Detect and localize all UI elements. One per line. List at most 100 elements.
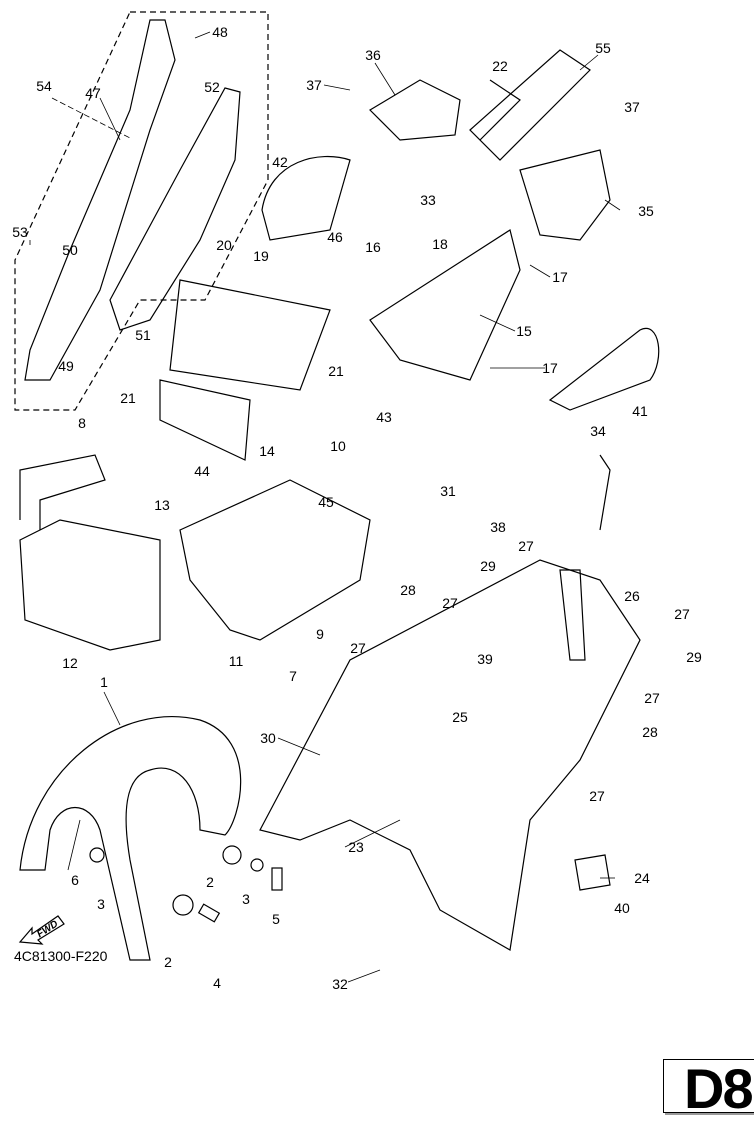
bracket-36 [369,79,461,141]
callout-number: 27 [674,606,690,622]
fwd-arrow-icon: FWD [18,908,68,953]
callout-number: 21 [120,390,136,406]
callout-number: 16 [365,239,381,255]
callout-number: 20 [216,237,232,253]
piece-24 [574,854,611,891]
collar-2a [222,845,242,865]
callout-number: 29 [686,649,702,665]
callout-number: 8 [78,415,86,431]
callout-number: 42 [272,154,288,170]
callout-number: 22 [492,58,508,74]
callout-number: 19 [253,248,269,264]
cover-42 [261,155,351,241]
callout-number: 30 [260,730,276,746]
leader-lines [29,31,621,983]
callout-number: 7 [289,668,297,684]
bracket-lower [159,379,251,461]
callout-number: 17 [542,360,558,376]
callout-number: 44 [194,463,210,479]
callout-number: 26 [624,588,640,604]
callout-number: 47 [85,85,101,101]
collar-2b [172,894,194,916]
page-label: D8 [684,1059,754,1113]
callout-number: 13 [154,497,170,513]
callout-number: 48 [212,24,228,40]
strap-22 [479,79,521,141]
bolt-4 [197,903,221,923]
callout-number: 53 [12,224,28,240]
nut-6 [89,847,105,863]
callout-number: 2 [164,954,172,970]
callout-number: 49 [58,358,74,374]
callout-number: 37 [624,99,640,115]
callout-number: 24 [634,870,650,886]
callout-number: 27 [350,640,366,656]
band-26 [559,569,586,661]
callout-number: 54 [36,78,52,94]
cable-tie-34 [599,454,611,531]
callout-number: 40 [614,900,630,916]
seat-cowl-group-outline [14,11,269,411]
page-label-box: D8 [663,1059,754,1113]
callout-number: 37 [306,77,322,93]
callout-number: 27 [589,788,605,804]
fwd-label: FWD [35,919,60,941]
callout-number: 27 [644,690,660,706]
callout-number: 55 [595,40,611,56]
stay-7 [179,479,371,641]
callout-number: 50 [62,242,78,258]
callout-number: 18 [432,236,448,252]
callout-number: 2 [206,874,214,890]
callout-number: 6 [71,872,79,888]
bracket-15 [369,229,521,381]
callout-number: 1 [100,674,108,690]
callout-number: 28 [400,582,416,598]
cover-41 [548,327,660,411]
bracket-35 [519,149,611,241]
callout-number: 11 [228,653,244,669]
callout-number: 36 [365,47,381,63]
callout-number: 29 [480,558,496,574]
drawing-code: 4C81300-F220 [14,948,108,964]
callout-number: 39 [477,651,493,667]
callout-number: 23 [348,839,364,855]
washer-3 [250,858,264,872]
callout-number: 9 [316,626,324,642]
callout-number: 52 [204,79,220,95]
side-cover-52 [109,87,241,331]
front-fender [19,715,242,961]
callout-number: 43 [376,409,392,425]
callout-number: 27 [442,595,458,611]
callout-number: 28 [642,724,658,740]
bracket-8 [19,454,106,530]
callout-number: 21 [328,363,344,379]
callout-number: 34 [590,423,606,439]
pad-55 [469,49,591,161]
callout-number: 25 [452,709,468,725]
callout-number: 5 [272,911,280,927]
callout-number: 38 [490,519,506,535]
bracket-19 [169,279,331,391]
callout-number: 4 [213,975,221,991]
callout-number: 31 [440,483,456,499]
callout-number: 3 [97,896,105,912]
callout-number: 27 [518,538,534,554]
callout-number: 15 [516,323,532,339]
callout-number: 33 [420,192,436,208]
callout-number: 35 [638,203,654,219]
side-cover-47 [24,19,176,381]
callout-number: 10 [330,438,346,454]
callout-number: 51 [135,327,151,343]
callout-number: 12 [62,655,78,671]
callout-number: 17 [552,269,568,285]
callout-number: 45 [318,494,334,510]
rear-fender [259,559,641,951]
callout-number: 14 [259,443,275,459]
callout-number: 41 [632,403,648,419]
callout-number: 46 [327,229,343,245]
callout-number: 3 [242,891,250,907]
bolt-5 [271,867,283,891]
callout-number: 32 [332,976,348,992]
battery-cover [19,519,161,651]
